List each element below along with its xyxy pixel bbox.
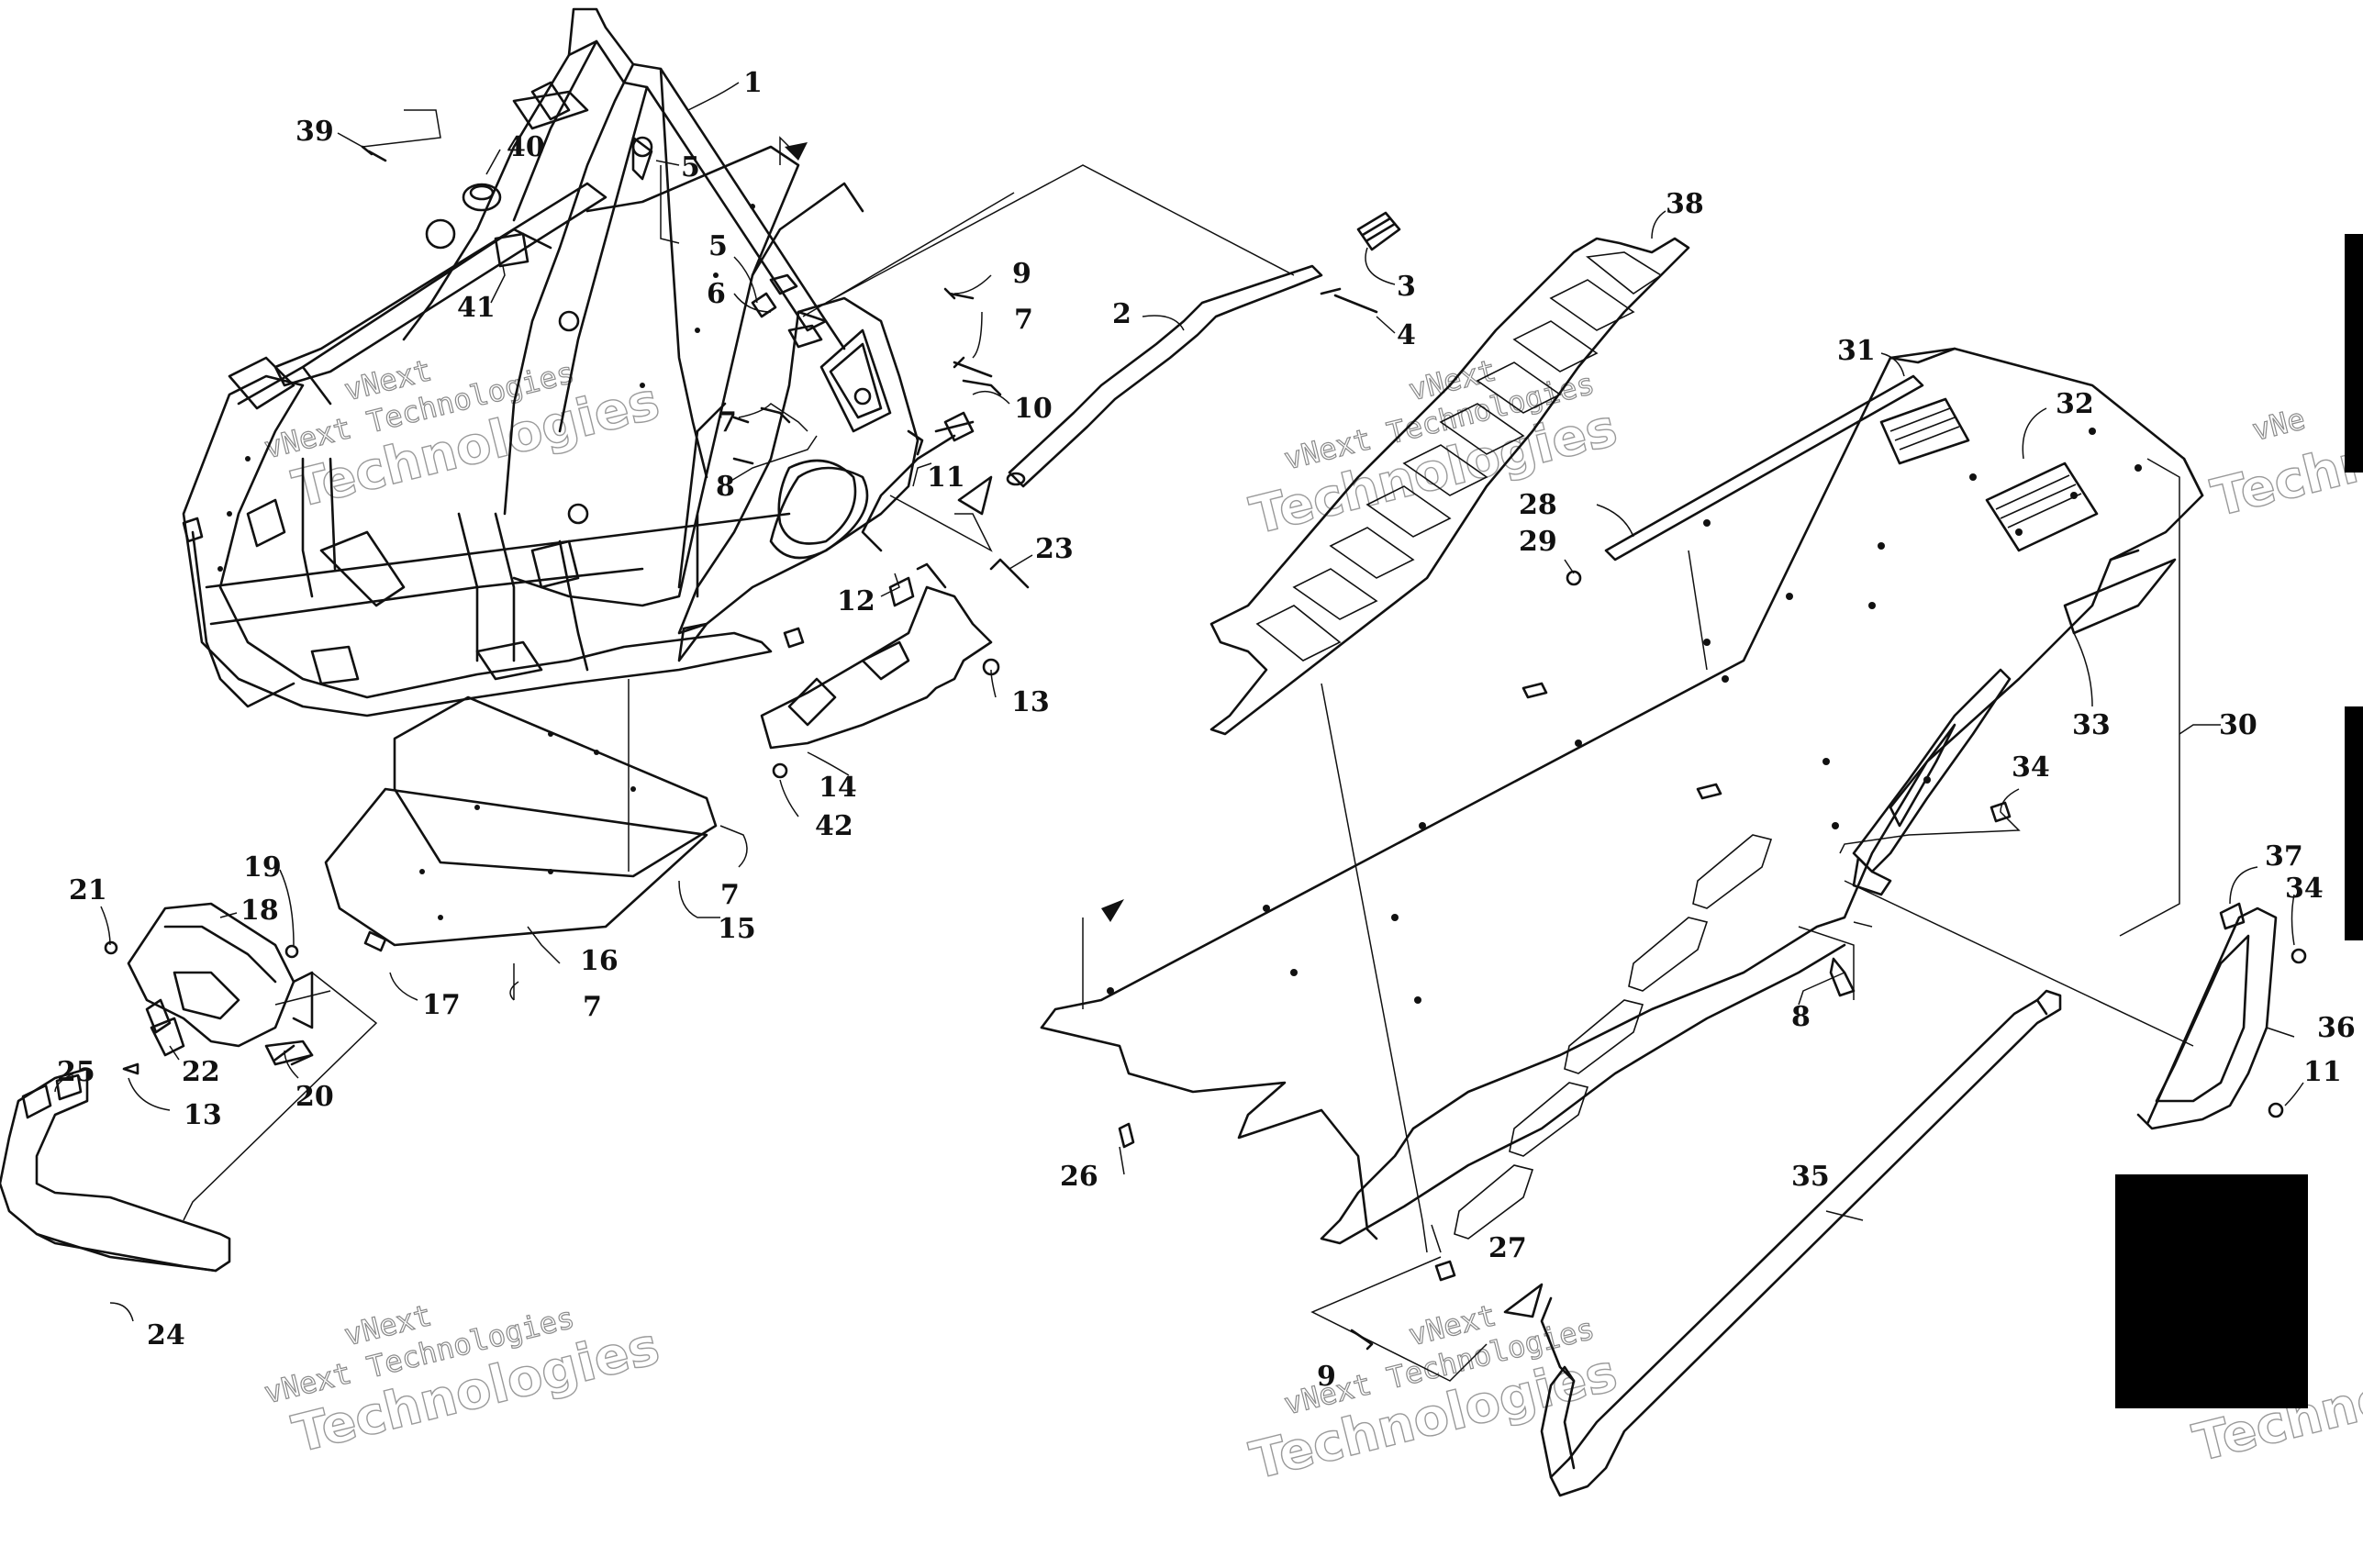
callout-6: 6 bbox=[707, 278, 726, 310]
callout-42: 42 bbox=[815, 810, 853, 842]
callout-28: 28 bbox=[1519, 489, 1557, 521]
callout-27: 27 bbox=[1488, 1232, 1527, 1264]
callout-21: 21 bbox=[69, 874, 107, 906]
mask-block bbox=[2345, 706, 2363, 940]
callout-7: 7 bbox=[583, 991, 602, 1023]
callout-39: 39 bbox=[295, 116, 334, 148]
callout-17: 17 bbox=[422, 989, 461, 1021]
steering-hardware bbox=[631, 136, 1030, 589]
callout-labels: 1 2 3 4 5 5 6 7 7 7 7 8 8 9 9 10 11 11 1… bbox=[57, 67, 2356, 1393]
steering-post bbox=[861, 264, 1323, 552]
trim-strip bbox=[1566, 374, 1924, 586]
mask-block bbox=[2115, 1174, 2308, 1408]
callout-7: 7 bbox=[1014, 304, 1033, 336]
callout-24: 24 bbox=[147, 1319, 185, 1351]
callout-11: 11 bbox=[2303, 1056, 2342, 1088]
mask-block bbox=[2345, 234, 2363, 473]
callout-37: 37 bbox=[2265, 840, 2303, 873]
callout-13: 13 bbox=[184, 1099, 222, 1131]
callout-15: 15 bbox=[718, 913, 756, 945]
rear-bumper bbox=[1540, 989, 2062, 1497]
callout-3: 3 bbox=[1397, 271, 1416, 303]
tunnel bbox=[1040, 347, 2204, 1245]
leader-lines bbox=[54, 82, 2304, 1382]
callout-14: 14 bbox=[819, 772, 857, 804]
callout-9: 9 bbox=[1012, 258, 1031, 290]
callout-13: 13 bbox=[1011, 686, 1050, 718]
callout-12: 12 bbox=[837, 585, 875, 617]
callout-38: 38 bbox=[1666, 188, 1704, 220]
callout-26: 26 bbox=[1060, 1161, 1098, 1193]
callout-5: 5 bbox=[681, 151, 700, 183]
callout-4: 4 bbox=[1397, 319, 1416, 351]
callout-16: 16 bbox=[580, 945, 619, 977]
callout-23: 23 bbox=[1035, 533, 1074, 565]
steering-plate bbox=[677, 296, 920, 635]
tunnel-brace bbox=[1852, 558, 2177, 896]
callout-31: 31 bbox=[1837, 335, 1876, 367]
callout-22: 22 bbox=[182, 1056, 220, 1088]
misc-hardware bbox=[916, 562, 2012, 1351]
skid-pans bbox=[324, 695, 718, 947]
watermark-group: vNext vNext Technologies Technologies vN… bbox=[260, 352, 2363, 1493]
footrest-bracket bbox=[760, 576, 1000, 779]
front-bumper bbox=[0, 1067, 231, 1273]
callout-30: 30 bbox=[2219, 709, 2257, 741]
callout-2: 2 bbox=[1112, 298, 1131, 330]
grip-and-bolt bbox=[1320, 211, 1401, 314]
callout-34: 34 bbox=[2285, 873, 2324, 905]
callout-40: 40 bbox=[507, 131, 545, 163]
callout-8: 8 bbox=[1791, 1001, 1811, 1033]
callout-11: 11 bbox=[927, 462, 965, 494]
callout-34: 34 bbox=[2012, 751, 2050, 784]
running-board-grate bbox=[1209, 237, 1690, 736]
callout-32: 32 bbox=[2056, 388, 2094, 420]
watermark-text: vNe bbox=[2248, 401, 2308, 448]
callout-9: 9 bbox=[1317, 1361, 1336, 1393]
callout-8: 8 bbox=[716, 471, 735, 503]
callout-19: 19 bbox=[243, 851, 282, 884]
callout-25: 25 bbox=[57, 1056, 95, 1088]
callout-7: 7 bbox=[718, 406, 737, 439]
callout-10: 10 bbox=[1014, 393, 1053, 425]
callout-7: 7 bbox=[720, 879, 740, 911]
callout-41: 41 bbox=[457, 292, 496, 324]
engine-mount bbox=[361, 145, 529, 268]
callout-33: 33 bbox=[2072, 709, 2111, 741]
callout-1: 1 bbox=[743, 67, 763, 99]
main-frame bbox=[182, 7, 869, 717]
callout-35: 35 bbox=[1791, 1161, 1830, 1193]
callout-29: 29 bbox=[1519, 526, 1557, 558]
front-casting bbox=[104, 902, 387, 1075]
callout-36: 36 bbox=[2317, 1012, 2356, 1044]
callout-5: 5 bbox=[708, 230, 728, 262]
rear-casting bbox=[2136, 902, 2307, 1130]
callout-20: 20 bbox=[295, 1081, 334, 1113]
callout-18: 18 bbox=[240, 895, 279, 927]
